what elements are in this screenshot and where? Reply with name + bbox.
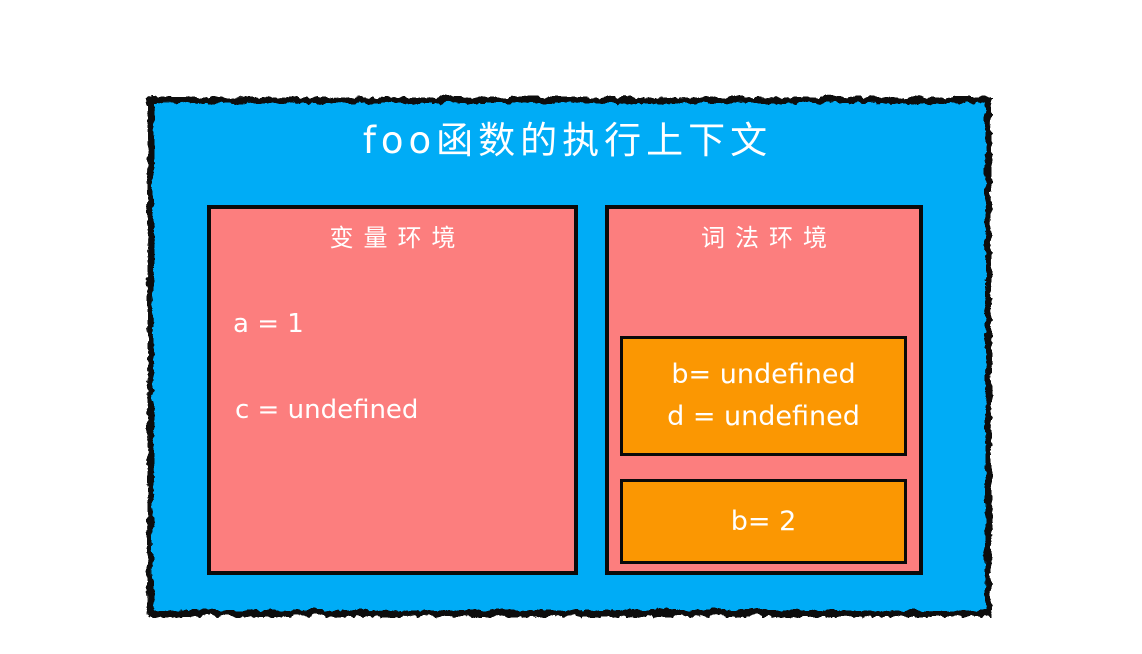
diagram-title: foo函数的执行上下文 (362, 119, 773, 162)
lexical-environment-block-1: b= undefined d = undefined (620, 336, 907, 456)
lexical-environment-label: 词法环境 (701, 224, 837, 252)
container-rect-sketch-stroke (147, 97, 989, 614)
lexical-entry-b2: b= 2 (730, 505, 797, 537)
variable-entry-a: a = 1 (233, 309, 304, 339)
lexical-environment-block-2: b= 2 (620, 479, 907, 564)
variable-environment-box: 变量环境 a = 1 c = undefined (207, 205, 578, 575)
lexical-entry-b: b= undefined (671, 359, 856, 391)
lexical-entry-d: d = undefined (667, 401, 860, 432)
variable-entry-c: c = undefined (235, 395, 419, 425)
variable-environment-label: 变量环境 (329, 224, 466, 252)
